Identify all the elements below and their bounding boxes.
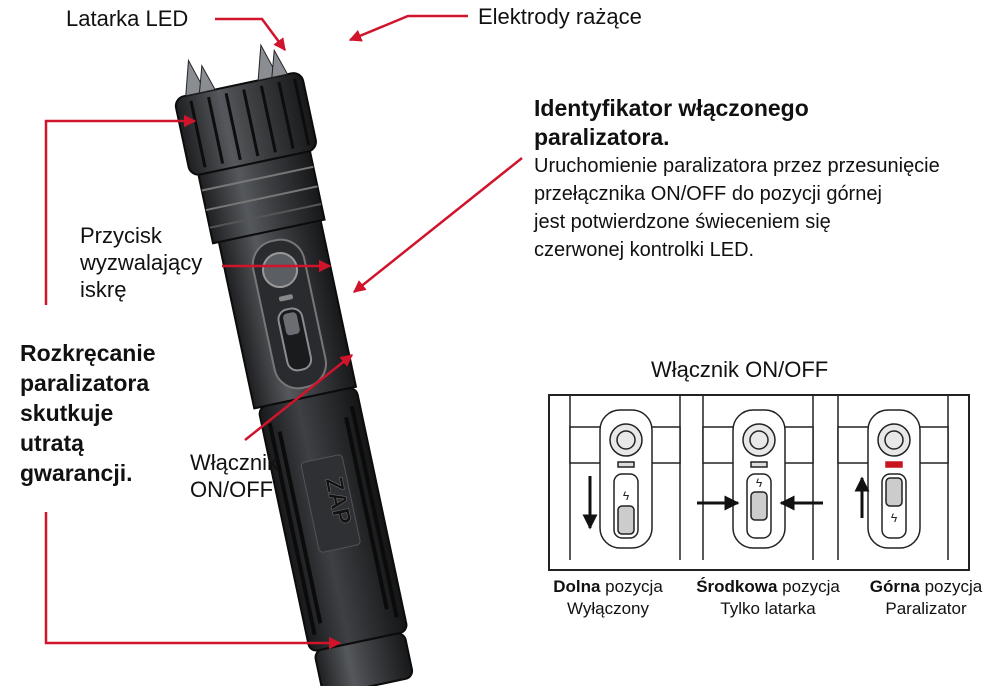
switch-panel-title: Włącznik ON/OFF: [651, 357, 829, 382]
arrow-warning-bottom: [44, 512, 342, 650]
switch-panel: ϟ ϟ ϟ: [548, 394, 970, 571]
caption-bottom-state: Wyłączony: [566, 599, 650, 618]
switch-illustration-top: ϟ: [837, 396, 949, 560]
warning-line-2: paralizatora: [20, 370, 150, 396]
arrow-flashlight: [215, 17, 287, 52]
warning-line-3: skutkuje: [20, 400, 114, 426]
label-trigger-line-3: iskrę: [80, 277, 127, 302]
label-trigger-line-1: Przycisk: [80, 223, 162, 248]
label-led-flashlight: Latarka LED: [66, 6, 189, 31]
identifier-desc-line-2: przełącznika ON/OFF do pozycji górnej: [534, 183, 882, 205]
label-trigger-button: Przycisk wyzwalający iskrę: [80, 222, 202, 303]
identifier-block: Identyfikator włączonego paralizatora. U…: [534, 94, 940, 264]
head-ridges: [189, 78, 311, 168]
caption-top-name: Górna: [869, 577, 920, 596]
label-on-off-switch: Włącznik ON/OFF: [190, 449, 278, 503]
svg-text:ϟ: ϟ: [891, 511, 898, 525]
identifier-title-line-2: paralizatora.: [534, 124, 670, 150]
label-trigger-line-2: wyzwalający: [80, 250, 203, 275]
label-switch-line-2: ON/OFF: [190, 477, 274, 502]
caption-top-position: Górna pozycja Paralizator: [855, 576, 997, 620]
stun-gun-device: ZAP: [174, 43, 414, 686]
caption-top-suffix: pozycja: [919, 577, 983, 596]
identifier-title-line-1: Identyfikator włączonego: [534, 95, 809, 121]
electrode-spikes: [185, 43, 289, 97]
svg-text:ϟ: ϟ: [623, 489, 630, 503]
caption-middle-position: Środkowa pozycja Tylko latarka: [682, 576, 854, 620]
warning-line-1: Rozkręcanie: [20, 340, 156, 366]
warning-line-5: gwarancji.: [20, 460, 133, 486]
arrow-identifier: [353, 157, 523, 293]
logo-plate: [300, 454, 361, 553]
caption-middle-name: Środkowa: [696, 577, 778, 596]
arrow-electrodes: [348, 14, 468, 42]
identifier-desc-line-1: Uruchomienie paralizatora przez przesuni…: [534, 155, 940, 177]
caption-bottom-position: Dolna pozycja Wyłączony: [538, 576, 678, 620]
caption-top-state: Paralizator: [885, 599, 967, 618]
identifier-desc-line-4: czerwonej kontrolki LED.: [534, 239, 755, 261]
grip-ridges: [267, 405, 399, 636]
label-switch-line-1: Włącznik: [190, 450, 279, 475]
caption-middle-suffix: pozycja: [777, 577, 840, 596]
identifier-desc-line-3: jest potwierdzone świeceniem się: [534, 211, 831, 233]
warranty-warning: Rozkręcanie paralizatora skutkuje utratą…: [20, 338, 156, 488]
arrow-warning-top: [44, 114, 197, 305]
caption-middle-state: Tylko latarka: [720, 599, 816, 618]
caption-bottom-suffix: pozycja: [600, 577, 663, 596]
callout-arrows: [44, 14, 523, 650]
switch-illustration-middle: ϟ: [697, 396, 823, 560]
switch-illustration-bottom: ϟ: [569, 396, 681, 560]
arrow-switch: [244, 354, 353, 441]
warning-line-4: utratą: [20, 430, 84, 456]
label-electrodes: Elektrody rażące: [478, 4, 642, 29]
caption-bottom-name: Dolna: [553, 577, 601, 596]
indicator-led: [278, 294, 293, 302]
svg-text:ϟ: ϟ: [756, 476, 763, 490]
